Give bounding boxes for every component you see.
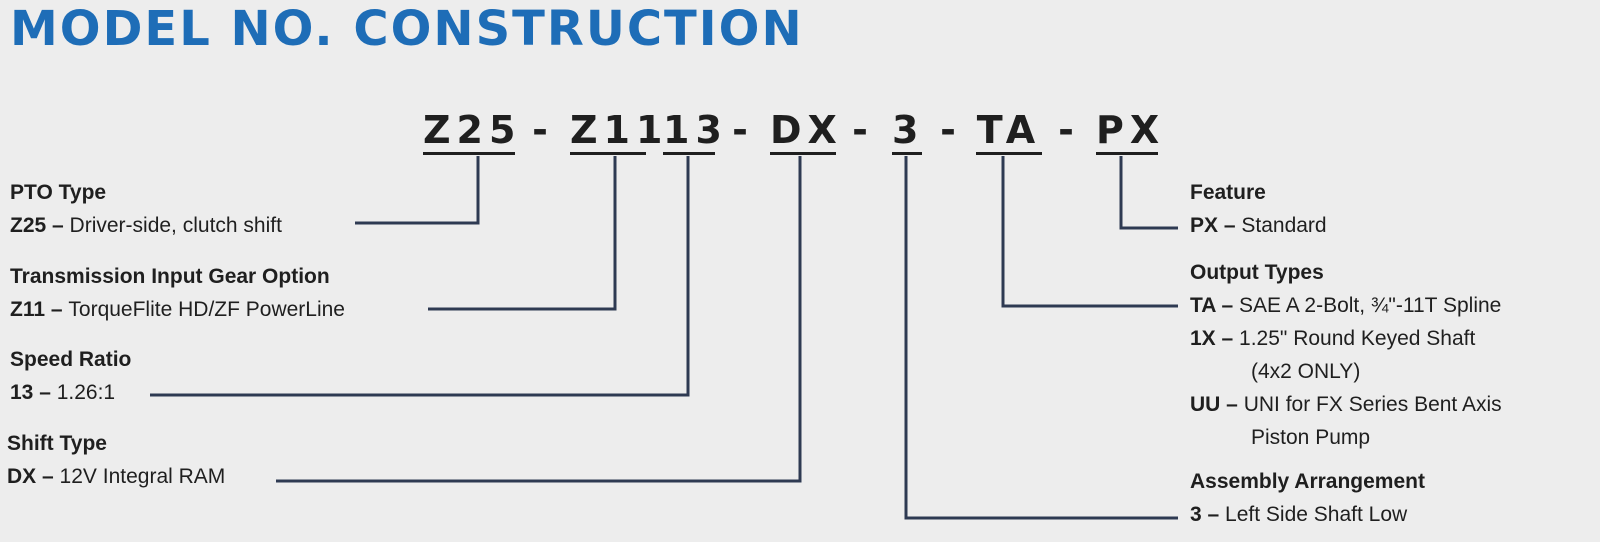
option-description: Left Side Shaft Low (1225, 503, 1408, 526)
option-code: Z11 (10, 298, 46, 321)
option-description: Driver-side, clutch shift (69, 214, 282, 237)
input-gear-heading: Transmission Input Gear Option (10, 265, 330, 288)
speed-ratio-group: Speed Ratio 13 – 1.26:1 (10, 347, 131, 405)
connector-pto (355, 156, 480, 225)
option-description: 1.25" Round Keyed Shaft (1239, 327, 1476, 350)
option-code: 13 (10, 381, 34, 404)
option-code: Z25 (10, 214, 47, 237)
option-description: 1.26:1 (56, 381, 116, 404)
code-separator: - (940, 108, 960, 152)
option-code: UU (1190, 393, 1221, 416)
option-description: 12V Integral RAM (59, 465, 226, 488)
connector-ratio (150, 156, 690, 397)
code-separator: - (532, 108, 552, 152)
connector-gear (428, 156, 617, 311)
option-description: Standard (1241, 214, 1327, 237)
option-dash: – (1218, 214, 1242, 237)
option-code: DX (7, 465, 37, 488)
option-code: 1X (1190, 327, 1216, 350)
pto-type-group: PTO Type Z25 – Driver-side, clutch shift (10, 180, 282, 238)
code-segment-assembly: 3 (892, 108, 922, 155)
option-dash: – (1215, 327, 1240, 350)
option-description: UNI for FX Series Bent Axis (1243, 393, 1502, 416)
option-description: TorqueFlite HD/ZF PowerLine (68, 298, 345, 321)
assembly-arrangement-group: Assembly Arrangement 3 – Left Side Shaft… (1190, 469, 1425, 527)
shift-type-group: Shift Type DX – 12V Integral RAM (7, 431, 225, 489)
feature-group: Feature PX – Standard (1190, 180, 1327, 238)
option-code: 3 (1190, 503, 1202, 526)
output-types-group: Output Types TA – SAE A 2-Bolt, ¾"-11T S… (1190, 260, 1502, 450)
code-segment-output: TA (976, 108, 1042, 155)
option-description-continued: (4x2 ONLY) (1251, 360, 1361, 383)
code-separator: - (852, 108, 872, 152)
code-separator: - (1058, 108, 1078, 152)
option-code: PX (1190, 214, 1219, 237)
code-segment-feature: PX (1096, 108, 1159, 155)
option-dash: – (46, 214, 70, 237)
input-gear-group: Transmission Input Gear Option Z11 – Tor… (10, 264, 345, 322)
option-description-continued: Piston Pump (1251, 426, 1371, 449)
option-dash: – (33, 381, 57, 404)
connector-feature (1119, 156, 1178, 230)
connector-shift (276, 156, 802, 483)
option-dash: – (45, 298, 69, 321)
option-dash: – (1220, 393, 1244, 416)
option-code: TA (1190, 294, 1216, 317)
option-description: SAE A 2-Bolt, ¾"-11T Spline (1239, 294, 1502, 317)
code-separator: - (732, 108, 752, 152)
option-dash: – (1201, 503, 1226, 526)
output-types-heading: Output Types (1190, 261, 1324, 284)
connector-assembly (904, 156, 1178, 520)
page-title: MODEL NO. CONSTRUCTION (10, 1, 804, 57)
option-dash: – (36, 465, 60, 488)
code-segment-ratio: 13 (663, 108, 722, 155)
code-segment-pto: Z25 (423, 108, 515, 155)
assembly-arrangement-heading: Assembly Arrangement (1190, 470, 1425, 493)
feature-heading: Feature (1190, 181, 1266, 204)
code-segment-shift: DX (770, 108, 837, 155)
option-dash: – (1215, 294, 1240, 317)
pto-type-heading: PTO Type (10, 181, 107, 204)
shift-type-heading: Shift Type (7, 432, 107, 455)
connector-output (1001, 156, 1178, 308)
speed-ratio-heading: Speed Ratio (10, 348, 132, 371)
